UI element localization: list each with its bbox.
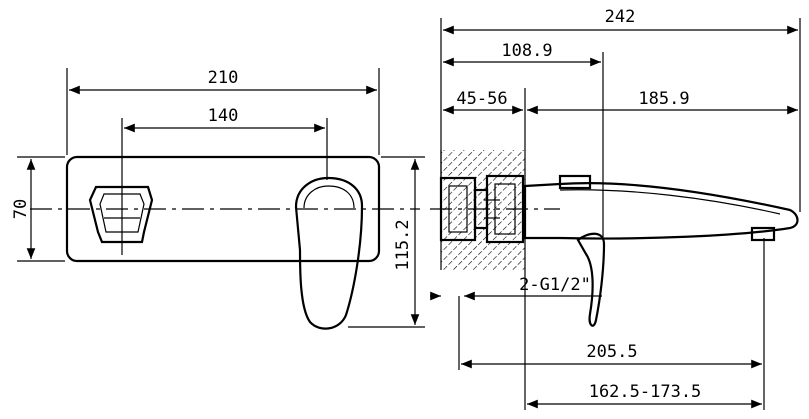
- dim-to-handle: 108.9: [501, 41, 552, 61]
- dim-plate-width: 210: [208, 68, 239, 88]
- dim-outlet-range: 162.5-173.5: [589, 382, 702, 402]
- dim-outlet: 205.5: [586, 342, 637, 362]
- dim-total-length: 242: [605, 7, 636, 27]
- dim-plate-height: 70: [11, 199, 31, 219]
- diverter-knob: [88, 185, 154, 244]
- dim-handle-spacing: 140: [208, 106, 239, 126]
- side-lever: [576, 232, 606, 327]
- spout: [523, 174, 799, 242]
- dim-wall-depth: 45-56: [456, 89, 507, 109]
- side-view: 242 108.9 45-56 185.9 2-G1/2" 205.5 162.…: [430, 7, 801, 410]
- lever-handle: [294, 176, 364, 330]
- dim-total-height: 115.2: [393, 219, 413, 270]
- wall-section: [441, 150, 525, 270]
- front-view: 210 140 70 115.2: [11, 68, 425, 330]
- dim-spout-length: 185.9: [638, 89, 689, 109]
- dim-thread: 2-G1/2": [519, 275, 591, 295]
